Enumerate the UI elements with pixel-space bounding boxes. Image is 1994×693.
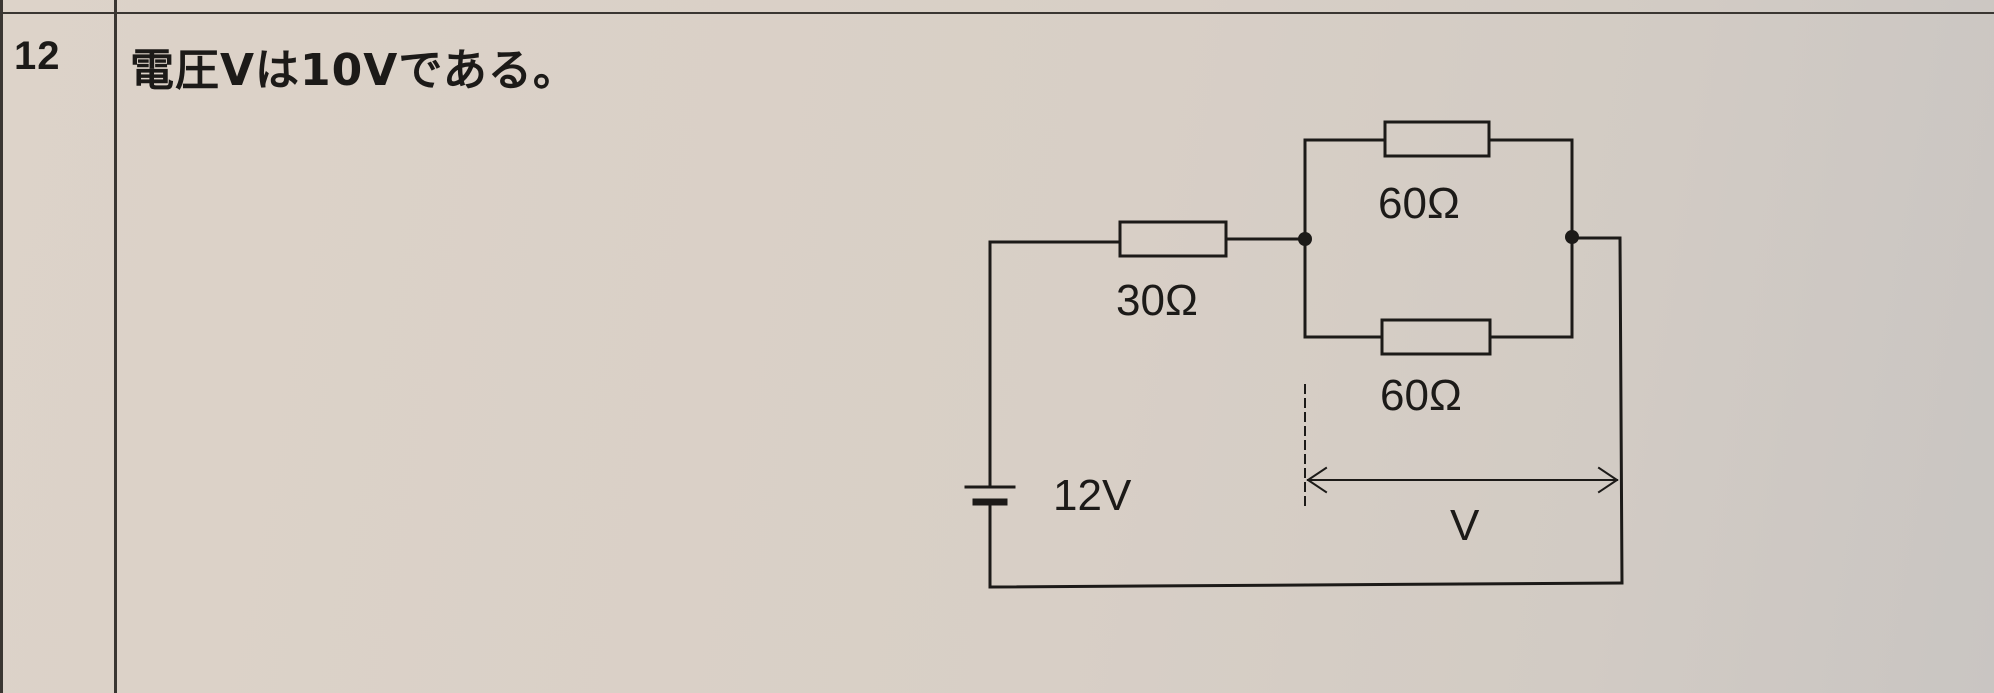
label-resistor-30: 30Ω [1116,276,1198,325]
question-text: 電圧Vは10Vである。 [130,45,578,96]
wire-right [1570,236,1624,585]
resistor-30 [1118,220,1228,258]
label-battery: 12V [1053,471,1132,520]
wire-parallel-top-right [1487,138,1574,339]
question-number: 12 [14,34,61,78]
wire-left-lower [988,510,1624,589]
label-voltage: V [1450,501,1480,550]
voltage-arrow-right-head [1597,466,1619,494]
table-top-rule [0,12,1994,14]
junction-right [1565,230,1579,244]
voltage-arrow-left-head [1306,466,1328,494]
label-resistor-60-bottom: 60Ω [1380,371,1462,420]
table-column-rule [114,0,117,693]
wire-left-upper [988,240,1122,489]
junction-left [1298,232,1312,246]
label-resistor-60-top: 60Ω [1378,179,1460,228]
table-left-rule [0,0,3,693]
resistor-60-bottom [1380,318,1492,356]
resistor-60-top [1383,120,1491,158]
